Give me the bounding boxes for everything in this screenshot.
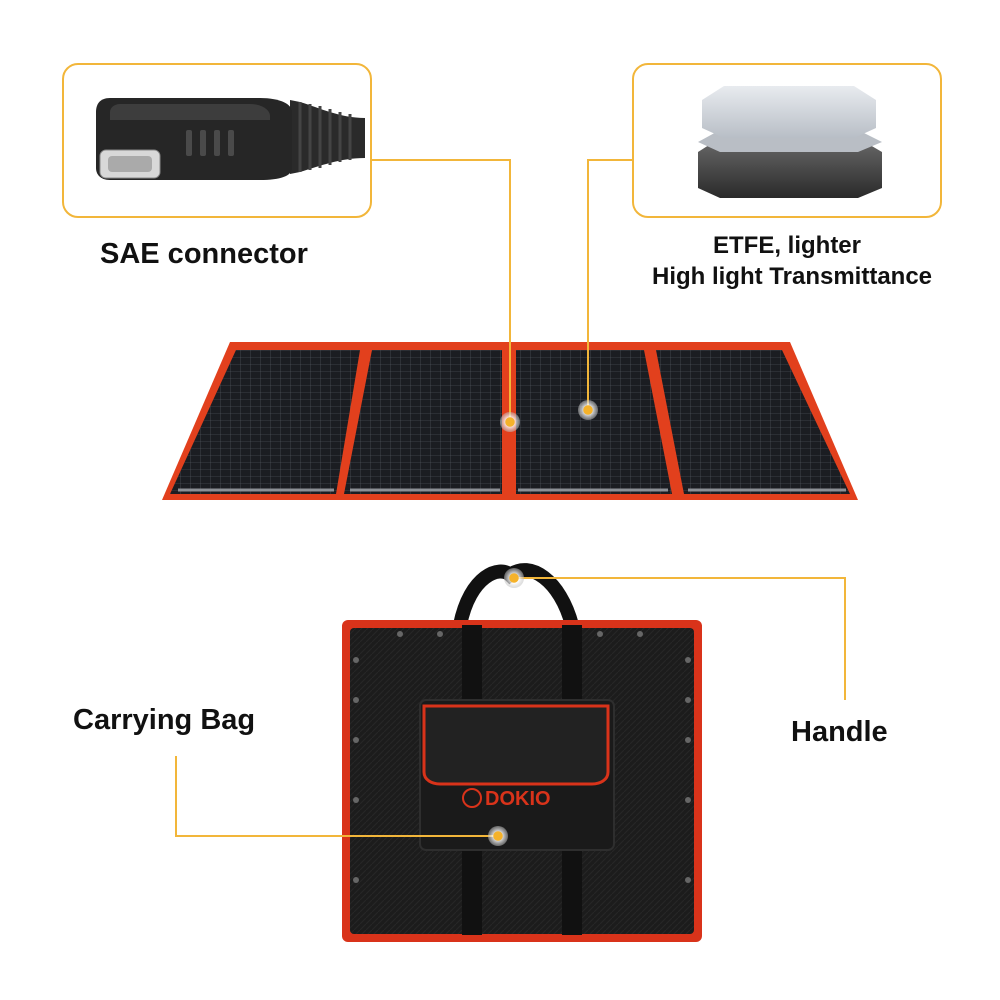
carrying-bag-label: Carrying Bag bbox=[73, 704, 256, 736]
sae-connector-label: SAE connector bbox=[100, 238, 308, 270]
carrying-bag-marker bbox=[488, 826, 508, 846]
callout-lines bbox=[175, 159, 846, 837]
sae-connector-image bbox=[96, 98, 365, 180]
handle-marker bbox=[504, 568, 524, 588]
etfe-marker bbox=[578, 400, 598, 420]
carrying-bag: DOKIO bbox=[342, 563, 702, 942]
handle-label: Handle bbox=[791, 716, 888, 748]
etfe-label-line2: High light Transmittance bbox=[651, 263, 933, 290]
etfe-layers-image bbox=[698, 86, 882, 198]
sae-connector-marker bbox=[500, 412, 520, 432]
etfe-label-line1: ETFE, lighter bbox=[712, 232, 861, 259]
bag-logo: DOKIO bbox=[485, 788, 551, 810]
